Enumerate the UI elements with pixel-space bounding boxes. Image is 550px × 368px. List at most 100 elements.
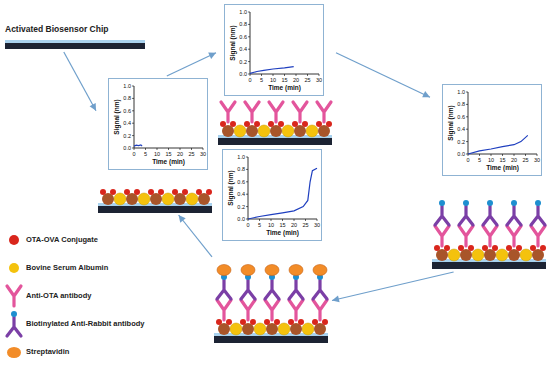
tick-label: 30 [314, 222, 320, 228]
arrowhead [332, 295, 340, 302]
anti-ota-antibody [507, 226, 521, 246]
signal-curve [248, 168, 317, 219]
biotinylated-antibody [459, 200, 473, 225]
chart-frame [225, 5, 324, 96]
tick-label: 15 [279, 222, 285, 228]
chip-node: Activated Biosensor Chip [3, 22, 155, 52]
chip-base [5, 43, 145, 49]
arrowhead [179, 215, 186, 223]
signal-curve [468, 135, 528, 154]
biotinylated-antibody [217, 274, 231, 299]
streptavidin-blob [217, 265, 231, 276]
streptavidin-blob [265, 265, 279, 276]
anti-ota-antibody [459, 226, 473, 246]
tick-label: 10 [154, 151, 160, 157]
tick-label: 5 [478, 157, 481, 163]
tick-label: 0.0 [237, 216, 245, 222]
axis-title: Signal (nm) [229, 25, 236, 60]
tick-label: 1.0 [239, 9, 247, 15]
tick-label: 15 [281, 77, 287, 83]
signal-curve [134, 145, 142, 146]
tick-label: 1.0 [237, 154, 245, 160]
tick-label: 0.6 [123, 108, 131, 114]
tick-label: 0.4 [123, 120, 131, 126]
axis-title: Time (min) [266, 229, 299, 236]
chart-frame [109, 79, 208, 170]
chart-frame [443, 85, 542, 176]
anti-ota-antibody [293, 102, 307, 122]
tick-label: 0.2 [123, 133, 131, 139]
stage-illustration [214, 265, 328, 344]
tick-label: 0.6 [237, 179, 245, 185]
tick-label: 0.0 [239, 71, 247, 77]
axis-title: Signal (nm) [447, 105, 454, 140]
flow-arrow [167, 53, 216, 76]
biotinylated-antibody [241, 274, 255, 299]
anti-ota-antibody [317, 102, 331, 122]
biotinylated-antibody [507, 200, 521, 225]
tick-label: 30 [316, 77, 322, 83]
tick-label: 1.0 [123, 83, 131, 89]
tick-label: 0.0 [123, 145, 131, 151]
signal-chart [225, 5, 324, 96]
streptavidin-blob [313, 265, 327, 276]
streptavidin-blob [289, 265, 303, 276]
tick-label: 0 [246, 222, 249, 228]
legend-label: Bovine Serum Albumin [26, 264, 108, 272]
tick-label: 5 [260, 77, 263, 83]
tick-label: 10 [488, 157, 494, 163]
tick-label: 30 [534, 157, 540, 163]
axis-title: Time (min) [268, 84, 301, 91]
arrowhead [422, 91, 430, 97]
tick-label: 0.4 [237, 191, 245, 197]
tick-label: 0.0 [457, 151, 465, 157]
biotinylated-antibody [483, 200, 497, 225]
signal-chart [223, 150, 322, 241]
sensor-surface [98, 189, 212, 213]
flow-arrow [332, 272, 454, 300]
chip-label: Activated Biosensor Chip [5, 25, 108, 34]
legend-label: Anti-OTA antibody [26, 292, 91, 300]
tick-label: 15 [499, 157, 505, 163]
sensor-surface [218, 121, 332, 145]
tick-label: 30 [200, 151, 206, 157]
tick-label: 0 [248, 77, 251, 83]
biotinylated-antibody [313, 274, 327, 299]
arrowhead [208, 53, 216, 59]
tick-label: 5 [144, 151, 147, 157]
axis-title: Time (min) [152, 158, 185, 165]
tick-label: 0.8 [239, 21, 247, 27]
anti-ota-antibody [217, 300, 231, 320]
tick-label: 0.2 [239, 59, 247, 65]
stage-illustration [218, 102, 332, 145]
anti-ota-antibody [313, 300, 327, 320]
tick-label: 10 [268, 222, 274, 228]
streptavidin-blob [241, 265, 255, 276]
anti-ota-antibody [269, 102, 283, 122]
tick-label: 25 [522, 157, 528, 163]
tick-label: 0 [466, 157, 469, 163]
tick-label: 20 [291, 222, 297, 228]
sensor-stage: Signal (nm)Time (min)0.00.20.40.60.81.00… [430, 82, 548, 272]
anti-ota-antibody [265, 300, 279, 320]
legend-label: Streptavidin [26, 348, 69, 356]
arrowhead [90, 103, 96, 111]
sensor-stage: Signal (nm)Time (min)0.00.20.40.60.81.00… [212, 148, 332, 346]
flow-arrow [64, 52, 96, 111]
tick-label: 0.6 [239, 34, 247, 40]
tick-label: 0.4 [457, 126, 465, 132]
stage-illustration [432, 200, 546, 269]
biotinylated-antibody [265, 274, 279, 299]
biotinylated-antibody [531, 200, 545, 225]
legend-swatch [7, 347, 21, 358]
signal-chart [109, 79, 208, 170]
anti-ota-antibody [289, 300, 303, 320]
axis-title: Signal (nm) [113, 99, 120, 134]
tick-label: 0.2 [237, 204, 245, 210]
tick-label: 15 [165, 151, 171, 157]
anti-ota-antibody [483, 226, 497, 246]
tick-label: 0.2 [457, 139, 465, 145]
